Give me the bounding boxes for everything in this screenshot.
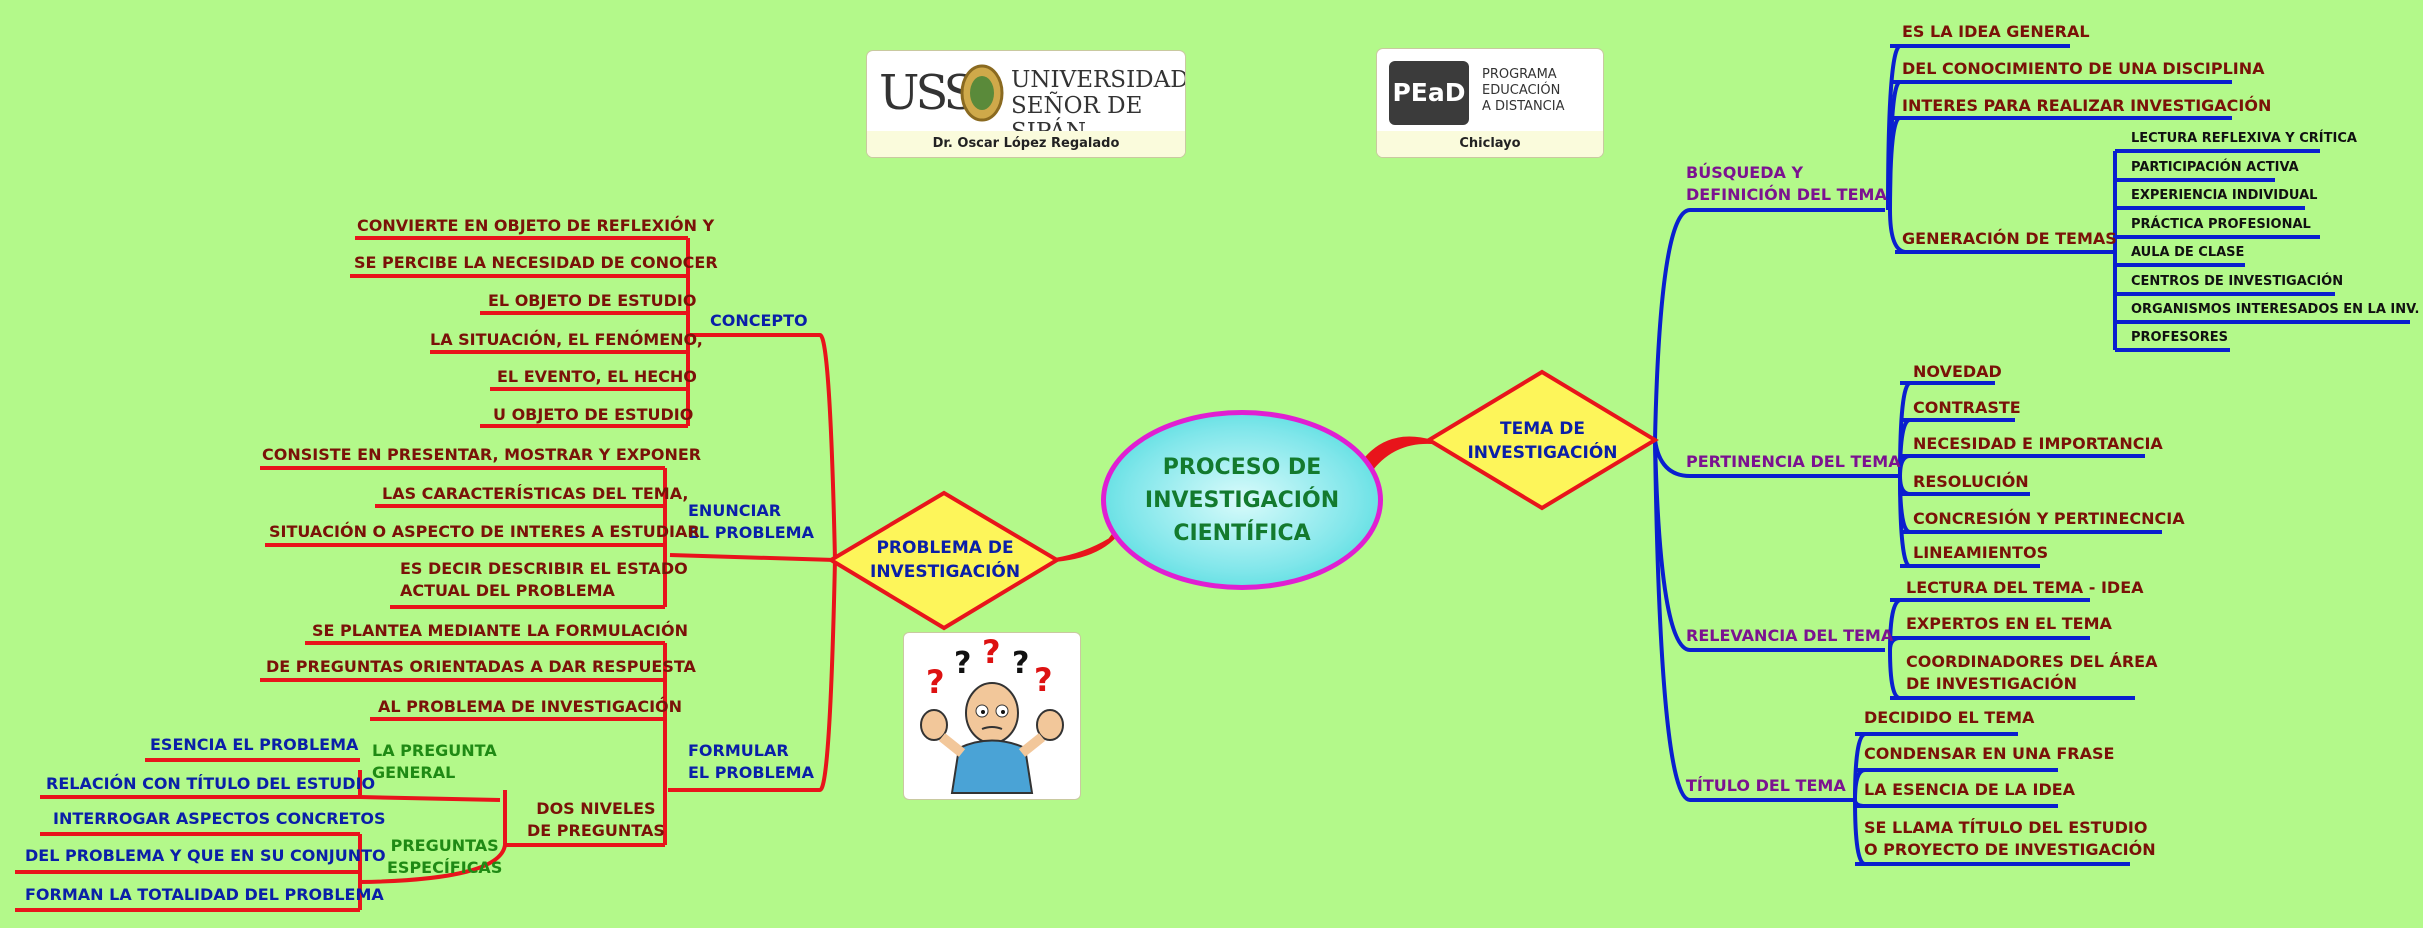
generacion-item[interactable]: PARTICIPACIÓN ACTIVA [2131, 160, 2299, 175]
generacion-item[interactable]: PROFESORES [2131, 330, 2229, 345]
center-to-tema-connector [1362, 436, 1433, 472]
titulo-item[interactable]: SE LLAMA TÍTULO DEL ESTUDIO O PROYECTO D… [1864, 818, 2156, 859]
generacion-item[interactable]: AULA DE CLASE [2131, 245, 2245, 260]
concepto-branch[interactable]: CONCEPTO [710, 311, 808, 330]
problema-node-label[interactable]: PROBLEMA DE INVESTIGACIÓN [870, 538, 1021, 582]
titulo-item[interactable]: DECIDIDO EL TEMA [1864, 708, 2035, 727]
tema-node-label[interactable]: TEMA DE INVESTIGACIÓN [1467, 419, 1618, 463]
pregunta-especifica-item[interactable]: FORMAN LA TOTALIDAD DEL PROBLEMA [25, 885, 384, 904]
pead-logo-mark: PEaD [1389, 61, 1469, 125]
enunciar-item[interactable]: SITUACIÓN O ASPECTO DE INTERES A ESTUDIA… [269, 522, 700, 541]
pregunta-general-item[interactable]: ESENCIA EL PROBLEMA [150, 735, 359, 754]
generacion-item[interactable]: EXPERIENCIA INDIVIDUAL [2131, 188, 2318, 203]
uss-logo-mark: USS [879, 65, 976, 121]
concepto-item[interactable]: EL OBJETO DE ESTUDIO [488, 291, 697, 310]
relevancia-item[interactable]: LECTURA DEL TEMA - IDEA [1906, 578, 2144, 597]
busqueda-item[interactable]: INTERES PARA REALIZAR INVESTIGACIÓN [1902, 96, 2272, 115]
relevancia-branch[interactable]: RELEVANCIA DEL TEMA [1686, 626, 1894, 645]
enunciar-item[interactable]: CONSISTE EN PRESENTAR, MOSTRAR Y EXPONER [262, 445, 702, 464]
concepto-item[interactable]: U OBJETO DE ESTUDIO [493, 405, 694, 424]
confused-person-illustration: ? ? ? ? ? [904, 633, 1080, 799]
concepto-item[interactable]: SE PERCIBE LA NECESIDAD DE CONOCER [354, 253, 718, 272]
svg-text:?: ? [926, 663, 945, 701]
pertinencia-item[interactable]: LINEAMIENTOS [1913, 543, 2049, 562]
pertinencia-item[interactable]: CONCRESIÓN Y PERTINECNCIA [1913, 509, 2185, 528]
niveles-node[interactable]: DOS NIVELES DE PREGUNTAS [527, 799, 665, 840]
pregunta-general-node[interactable]: LA PREGUNTA GENERAL [372, 741, 497, 782]
relevancia-item[interactable]: EXPERTOS EN EL TEMA [1906, 614, 2112, 633]
concepto-item[interactable]: LA SITUACIÓN, EL FENÓMENO, [430, 330, 703, 349]
generacion-item[interactable]: ORGANISMOS INTERESADOS EN LA INV. [2131, 302, 2420, 317]
enunciar-branch[interactable]: ENUNCIAR EL PROBLEMA [688, 501, 814, 542]
concepto-item[interactable]: EL EVENTO, EL HECHO [497, 367, 697, 386]
svg-text:?: ? [954, 646, 971, 681]
generacion-node[interactable]: GENERACIÓN DE TEMAS [1902, 229, 2117, 248]
enunciar-item[interactable]: LAS CARACTERÍSTICAS DEL TEMA, [382, 484, 689, 503]
location-caption: Chiclayo [1377, 131, 1603, 157]
pead-logo-text: PROGRAMA EDUCACIÓN A DISTANCIA [1482, 67, 1565, 114]
generacion-item[interactable]: CENTROS DE INVESTIGACIÓN [2131, 274, 2344, 289]
preguntas-especificas-node[interactable]: PREGUNTAS ESPECÍFICAS [387, 836, 503, 877]
titulo-item[interactable]: CONDENSAR EN UNA FRASE [1864, 744, 2115, 763]
central-topic-title: PROCESO DE INVESTIGACIÓN CIENTÍFICA [1144, 454, 1340, 546]
tema-diamond [1425, 369, 1659, 511]
formular-item[interactable]: SE PLANTEA MEDIANTE LA FORMULACIÓN [312, 621, 688, 640]
pertinencia-item[interactable]: RESOLUCIÓN [1913, 472, 2029, 491]
confused-person-icon: ? ? ? ? ? [920, 633, 1064, 794]
university-seal-icon [960, 64, 1004, 122]
problema-diamond [827, 490, 1061, 631]
pertinencia-item[interactable]: NOVEDAD [1913, 362, 2002, 381]
uss-logo-card: USS UNIVERSIDAD SEÑOR DE SIPÁN Dr. Oscar… [867, 51, 1185, 157]
formular-item[interactable]: DE PREGUNTAS ORIENTADAS A DAR RESPUESTA [266, 657, 696, 676]
titulo-branch[interactable]: TÍTULO DEL TEMA [1686, 776, 1846, 795]
busqueda-item[interactable]: ES LA IDEA GENERAL [1902, 22, 2090, 41]
generacion-item[interactable]: PRÁCTICA PROFESIONAL [2131, 217, 2311, 232]
svg-text:?: ? [982, 633, 1001, 671]
relevancia-item[interactable]: COORDINADORES DEL ÁREA DE INVESTIGACIÓN [1906, 652, 2158, 693]
author-caption: Dr. Oscar López Regalado [867, 131, 1185, 157]
central-topic[interactable]: PROCESO DE INVESTIGACIÓN CIENTÍFICA [1101, 410, 1383, 590]
busqueda-branch[interactable]: BÚSQUEDA Y DEFINICIÓN DEL TEMA [1686, 163, 1887, 204]
svg-text:?: ? [1012, 646, 1029, 681]
pregunta-especifica-item[interactable]: INTERROGAR ASPECTOS CONCRETOS [53, 809, 386, 828]
concepto-item[interactable]: CONVIERTE EN OBJETO DE REFLEXIÓN Y [357, 216, 715, 235]
formular-branch[interactable]: FORMULAR EL PROBLEMA [688, 741, 814, 782]
pregunta-especifica-item[interactable]: DEL PROBLEMA Y QUE EN SU CONJUNTO [25, 846, 386, 865]
svg-text:?: ? [1034, 661, 1053, 699]
titulo-item[interactable]: LA ESENCIA DE LA IDEA [1864, 780, 2076, 799]
formular-item[interactable]: AL PROBLEMA DE INVESTIGACIÓN [378, 697, 683, 716]
pertinencia-item[interactable]: NECESIDAD E IMPORTANCIA [1913, 434, 2163, 453]
generacion-item[interactable]: LECTURA REFLEXIVA Y CRÍTICA [2131, 131, 2357, 146]
pertinencia-branch[interactable]: PERTINENCIA DEL TEMA [1686, 452, 1901, 471]
pertinencia-item[interactable]: CONTRASTE [1913, 398, 2021, 417]
enunciar-item[interactable]: ES DECIR DESCRIBIR EL ESTADO ACTUAL DEL … [400, 559, 688, 600]
busqueda-item[interactable]: DEL CONOCIMIENTO DE UNA DISCIPLINA [1902, 59, 2265, 78]
pead-logo-card: PEaD PROGRAMA EDUCACIÓN A DISTANCIA Chic… [1377, 49, 1603, 157]
pregunta-general-item[interactable]: RELACIÓN CON TÍTULO DEL ESTUDIO [46, 774, 376, 793]
